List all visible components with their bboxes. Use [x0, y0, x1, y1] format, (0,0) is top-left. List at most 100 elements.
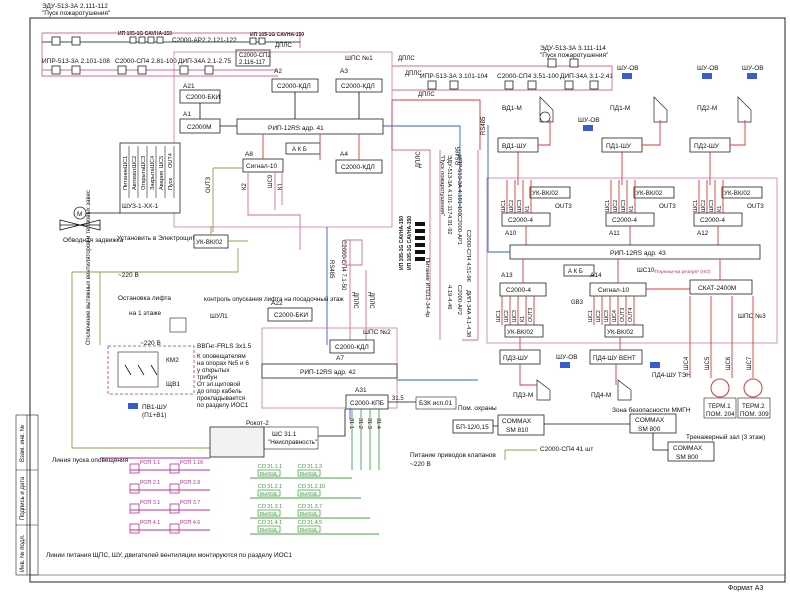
shs-right-label: ШС7: [747, 356, 753, 370]
stamp-vz: Взам. инв. №: [19, 425, 26, 462]
bottom-lead-label: ШС3: [604, 310, 610, 322]
signal10-1-label: Сигнал-10: [246, 163, 277, 170]
shu-ov-label: ШУ-ОВ: [742, 65, 764, 72]
so-label: СО 31.4.5: [298, 520, 322, 526]
so-label: СО 31.1.1: [258, 464, 282, 470]
uk-b1: УК-ВК/02: [507, 329, 534, 336]
rip41-label: РИП-12RS адр. 41: [268, 125, 324, 132]
kpb-lead-label: 31.2: [357, 418, 363, 429]
a22-label: А22: [271, 300, 283, 307]
rip42-label: РИП-12RS адр. 42: [300, 369, 356, 376]
damper-label: Обводная задвижка: [63, 236, 124, 244]
shu-shs-label: ШС2: [132, 156, 138, 168]
top-devices-row1: [51, 36, 266, 46]
c2000-4-label: С2000-4: [508, 217, 533, 224]
shs311-sub: "Неисправность": [268, 439, 317, 446]
so-label: СО 31.3.7: [298, 504, 322, 510]
ap2-addr: 4.19-4.46: [446, 285, 452, 310]
so-label: СО 31.4.1: [258, 520, 282, 526]
dpls-5: ДПЛС: [352, 292, 358, 309]
pd3shu: ПД3-ШУ: [503, 355, 529, 362]
shul1-label: ШУЛ1: [210, 313, 228, 320]
ap2-v: С2000-АР2: [456, 285, 462, 315]
bki2-box: [267, 307, 313, 322]
shps1-label: ШПС №1: [345, 55, 373, 62]
rop-icon: [129, 463, 140, 474]
v220-2: ~220 В: [140, 340, 161, 347]
rip42-box: [261, 363, 398, 379]
shs-row-label: ШС2: [509, 200, 515, 212]
ip-v2: ИП 105-1G CAVHA-150: [399, 216, 405, 270]
k1-label: К1: [278, 183, 284, 190]
shu-col-label: Автомат.: [132, 167, 138, 190]
so-box: [297, 469, 321, 477]
shs311-label: ШС 31.1: [272, 431, 297, 438]
rs485-2: RS485: [328, 260, 334, 279]
pd4ten-icon: [650, 362, 660, 368]
shu-col-label: Закрыта: [150, 167, 156, 190]
skat-box: [689, 279, 753, 295]
shs-row-label: ШС3: [709, 200, 715, 212]
exhaust-label: Отключение вытяжных вентиляторов и тепло…: [86, 190, 92, 345]
shs-row-label: К1: [717, 206, 723, 212]
zone-label: Зона безопасности ММГН: [612, 406, 691, 414]
km2-label: КМ2: [166, 357, 179, 364]
a4-label: А4: [340, 151, 348, 158]
a8-label: А8: [245, 151, 253, 158]
kpb-lead-label: 31.3: [366, 418, 372, 429]
uk-b1-box: [504, 324, 544, 338]
edu2-title: ЭДУ-513-3А 3.111-114: [540, 45, 606, 52]
skat-label: СКАТ-2400М: [698, 285, 736, 292]
ipr-right: ИПР-513-3А 3.101-104: [420, 73, 488, 80]
shu-shs-label: ШС4: [150, 156, 156, 168]
shs-row-label: ШС3: [621, 200, 627, 212]
lift-ctrl: контроль опускания лифта на посадочный э…: [204, 295, 345, 303]
rip43-label: РИП-12RS адр. 43: [610, 250, 666, 257]
shu-col-label: Открыта: [141, 167, 147, 190]
shps2-label: ШПС №2: [363, 329, 391, 336]
so-label: СО 31.3.1: [258, 504, 282, 510]
sp2-label: С2000-СП2: [239, 53, 271, 59]
shu-ov-icon: [747, 73, 757, 79]
note7: прокладывается: [197, 395, 245, 402]
shs-row-label: ШС3: [517, 200, 523, 212]
kdl1-label: С2000-КДЛ: [277, 83, 311, 90]
dpls-6: ДПЛС: [368, 292, 374, 309]
shu-ov-label: ШУ-ОВ: [697, 65, 719, 72]
a13-label: А13: [501, 272, 513, 279]
kpb-label: С2000-КПБ: [350, 400, 384, 407]
sp2-box: [235, 49, 271, 67]
dpls-c: ДПЛС: [416, 151, 422, 168]
shs-row-label: ШС2: [701, 200, 707, 212]
kdl4-box: [329, 339, 375, 354]
dip-v: ДИП-34А 4.1-4.38: [465, 290, 471, 337]
shu-shs-label: ШС3: [141, 156, 147, 168]
a-label: А11: [609, 230, 620, 237]
shu-shs-label: OUT4: [168, 153, 174, 168]
rop-icon: [129, 483, 140, 494]
fans-top: [539, 96, 752, 123]
bki1-label: С2000-БКИ: [186, 94, 220, 101]
out3-r-label: OUT3: [659, 203, 676, 210]
uk-b2-box: [604, 324, 644, 338]
v220-3: ~220 В: [410, 461, 431, 468]
pit-v: Питание ИП212-34-4р: [424, 258, 430, 317]
rop-icon: [129, 523, 140, 534]
dpls-4: ДПЛС: [405, 71, 422, 77]
sp4-mid: С2000-СП4 7.1-50: [340, 240, 346, 291]
commax1: COMMAX: [502, 418, 532, 425]
sp4-v: С2000-СП4 4.51-96: [465, 230, 471, 282]
note8: по разделу ИОС1: [197, 402, 249, 409]
shu-ov5: ШУ-ОВ: [556, 354, 578, 361]
so-box: [257, 525, 281, 533]
a21-label: А21: [183, 83, 195, 90]
shs-right-label: ШС6: [726, 356, 732, 370]
top-devices-row2: [51, 65, 214, 75]
commax1-box: [497, 414, 545, 436]
uk-b2: УК-ВК/02: [607, 329, 634, 336]
edu2-sub: "Пуск пожаротушения": [540, 52, 609, 59]
bottom-lead-label: OUT4: [628, 308, 634, 322]
